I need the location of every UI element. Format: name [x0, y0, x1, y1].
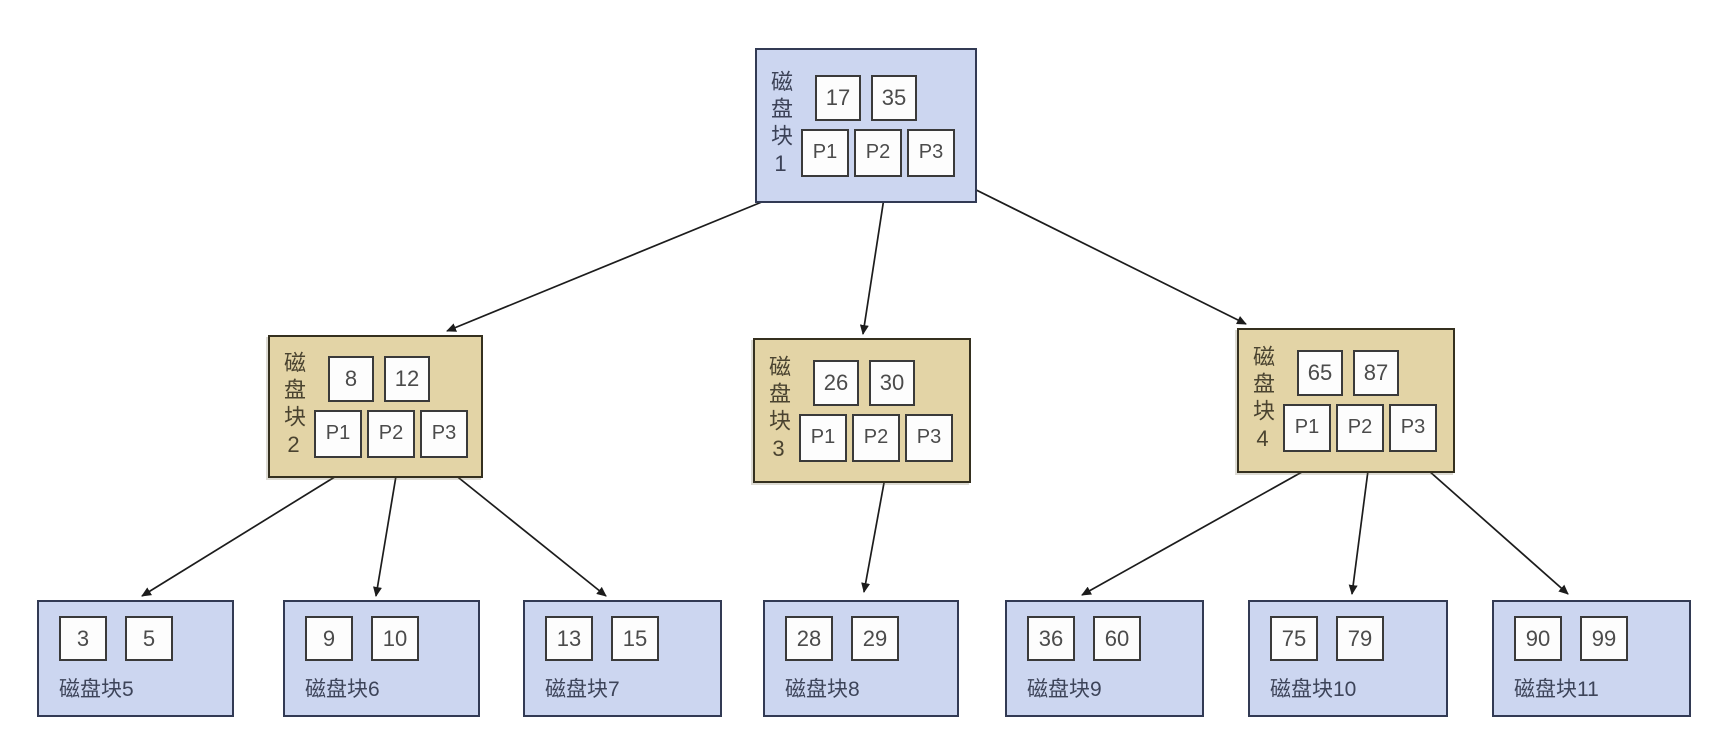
- disk-block-5: 3 5 磁盘块5: [37, 600, 234, 717]
- pointer-cell-p3: P3: [905, 413, 953, 462]
- disk-block-3: 磁盘块3 26 30 P1 P2 P3: [753, 338, 971, 483]
- arrow-block4p2-block10: [1348, 462, 1370, 595]
- arrow-block1p3-block4: [939, 171, 1247, 325]
- key-cell: 12: [384, 355, 430, 402]
- disk-block-3-label: 磁盘块3: [766, 355, 791, 466]
- disk-block-7: 13 15 磁盘块7: [523, 600, 722, 717]
- key-row: 75 79: [1270, 616, 1430, 661]
- key-row: 65 87: [1283, 349, 1443, 396]
- disk-block-8: 28 29 磁盘块8: [763, 600, 959, 717]
- disk-block-8-label: 磁盘块8: [785, 678, 860, 701]
- pointer-cell-p2: P2: [852, 413, 900, 462]
- disk-block-9-label: 磁盘块9: [1027, 678, 1102, 701]
- key-cell: 9: [305, 616, 353, 661]
- pointer-row: P1 P2 P3: [314, 409, 471, 458]
- key-cell: 8: [328, 355, 374, 402]
- key-cell: 35: [871, 74, 917, 121]
- disk-block-5-label: 磁盘块5: [59, 678, 134, 701]
- key-cell: 28: [785, 616, 833, 661]
- key-cell: 75: [1270, 616, 1318, 661]
- arrow-block4p3-block11: [1419, 462, 1569, 595]
- key-row: 13 15: [545, 616, 704, 661]
- pointer-row: P1 P2 P3: [799, 413, 959, 462]
- pointer-cell-p2: P2: [1336, 403, 1384, 452]
- pointer-cell-p1: P1: [799, 413, 847, 462]
- pointer-cell-p1: P1: [1283, 403, 1331, 452]
- pointer-row: P1 P2 P3: [1283, 403, 1443, 452]
- arrow-block2p3-block7: [448, 469, 607, 597]
- key-row: 90 99: [1514, 616, 1673, 661]
- arrow-block3p2-block8: [861, 471, 887, 593]
- key-row: 28 29: [785, 616, 941, 661]
- key-row: 9 10: [305, 616, 462, 661]
- arrow-block2p1-block5: [141, 469, 347, 597]
- key-cell: 99: [1580, 616, 1628, 661]
- disk-block-1-label: 磁盘块1: [768, 70, 793, 181]
- key-cell: 3: [59, 616, 107, 661]
- key-cell: 60: [1093, 616, 1141, 661]
- pointer-cell-p2: P2: [854, 128, 902, 177]
- key-cell: 10: [371, 616, 419, 661]
- key-row: 17 35: [801, 74, 965, 121]
- pointer-cell-p2: P2: [367, 409, 415, 458]
- disk-block-9: 36 60 磁盘块9: [1005, 600, 1204, 717]
- disk-block-6-label: 磁盘块6: [305, 678, 380, 701]
- disk-block-10-label: 磁盘块10: [1270, 678, 1357, 701]
- key-row: 26 30: [799, 359, 959, 406]
- key-row: 3 5: [59, 616, 216, 661]
- disk-block-11-label: 磁盘块11: [1514, 678, 1599, 701]
- key-cell: 30: [869, 359, 915, 406]
- pointer-row: P1 P2 P3: [801, 128, 965, 177]
- key-cell: 13: [545, 616, 593, 661]
- disk-block-7-label: 磁盘块7: [545, 678, 620, 701]
- disk-block-11: 90 99 磁盘块11: [1492, 600, 1691, 717]
- disk-block-2: 磁盘块2 8 12 P1 P2 P3: [268, 335, 483, 478]
- key-cell: 87: [1353, 349, 1399, 396]
- disk-block-10: 75 79 磁盘块10: [1248, 600, 1448, 717]
- disk-block-1: 磁盘块1 17 35 P1 P2 P3: [755, 48, 977, 203]
- pointer-cell-p1: P1: [314, 409, 362, 458]
- arrow-block4p1-block9: [1081, 462, 1319, 596]
- key-cell: 15: [611, 616, 659, 661]
- pointer-cell-p3: P3: [907, 128, 955, 177]
- pointer-cell-p3: P3: [420, 409, 468, 458]
- pointer-cell-p3: P3: [1389, 403, 1437, 452]
- key-cell: 36: [1027, 616, 1075, 661]
- key-row: 8 12: [314, 355, 471, 402]
- key-cell: 29: [851, 616, 899, 661]
- disk-block-4-label: 磁盘块4: [1250, 345, 1275, 456]
- disk-block-4: 磁盘块4 65 87 P1 P2 P3: [1237, 328, 1455, 473]
- key-cell: 79: [1336, 616, 1384, 661]
- disk-block-6: 9 10 磁盘块6: [283, 600, 480, 717]
- key-cell: 17: [815, 74, 861, 121]
- key-row: 36 60: [1027, 616, 1186, 661]
- key-cell: 90: [1514, 616, 1562, 661]
- disk-block-2-label: 磁盘块2: [281, 351, 306, 462]
- arrow-block2p2-block6: [373, 469, 398, 597]
- pointer-cell-p1: P1: [801, 128, 849, 177]
- key-cell: 65: [1297, 349, 1343, 396]
- key-cell: 5: [125, 616, 173, 661]
- key-cell: 26: [813, 359, 859, 406]
